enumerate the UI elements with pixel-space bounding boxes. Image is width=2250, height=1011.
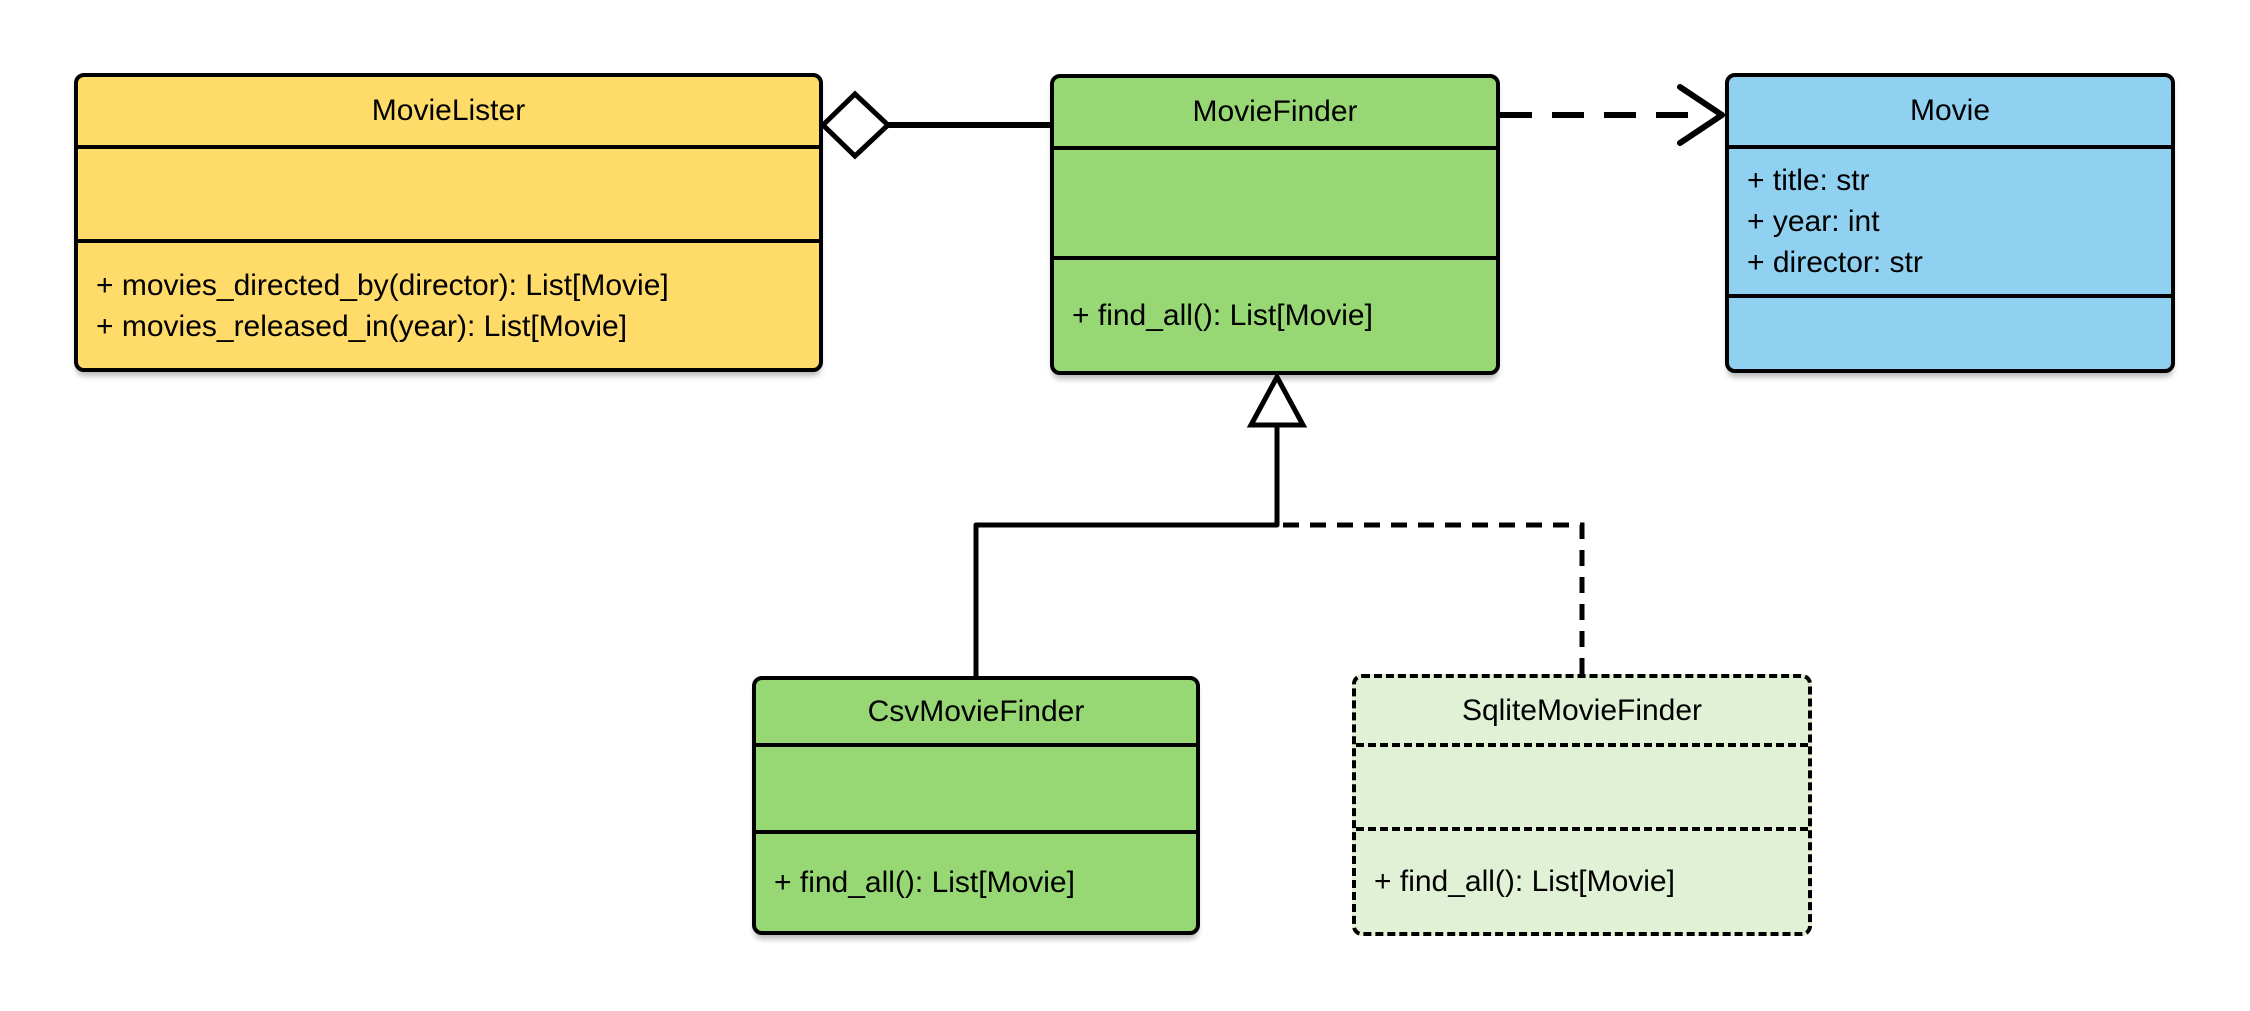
class-box-movielister: MovieLister + movies_directed_by(directo… [74, 73, 823, 372]
class-box-sqlitemoviefinder: SqliteMovieFinder + find_all(): List[Mov… [1352, 674, 1812, 936]
class-title: Movie [1729, 77, 2171, 149]
attribute-row: + title: str [1747, 164, 1870, 197]
class-box-csvmoviefinder: CsvMovieFinder + find_all(): List[Movie] [752, 676, 1200, 935]
attributes-compartment: + title: str + year: int + director: str [1729, 149, 2171, 298]
methods-compartment: + find_all(): List[Movie] [1356, 831, 1808, 932]
class-title: MovieLister [78, 77, 819, 149]
methods-compartment: + movies_directed_by(director): List[Mov… [78, 243, 819, 368]
methods-compartment: + find_all(): List[Movie] [1054, 260, 1496, 371]
method-row: + movies_directed_by(director): List[Mov… [96, 268, 669, 302]
dependency-arrowhead-icon [1677, 84, 1725, 146]
method-row: + find_all(): List[Movie] [774, 866, 1075, 899]
generalization-dashed-line [1283, 522, 1585, 676]
methods-compartment [1729, 298, 2171, 369]
dependency-connector [1500, 84, 1725, 146]
aggregation-connector [819, 90, 1052, 160]
class-box-movie: Movie + title: str + year: int + directo… [1725, 73, 2175, 373]
class-box-moviefinder: MovieFinder + find_all(): List[Movie] [1050, 74, 1500, 375]
attribute-row: + year: int [1747, 205, 1880, 238]
attribute-row: + director: str [1747, 246, 1923, 279]
attributes-compartment [1356, 747, 1808, 831]
aggregation-diamond-icon [819, 90, 892, 160]
generalization-triangle-icon [1246, 371, 1308, 428]
attributes-compartment [1054, 150, 1496, 260]
methods-compartment: + find_all(): List[Movie] [756, 834, 1196, 931]
generalization-dashed-connector [1283, 522, 1585, 676]
method-row: + movies_released_in(year): List[Movie] [96, 309, 628, 343]
attributes-compartment [78, 149, 819, 243]
class-title: MovieFinder [1054, 78, 1496, 150]
method-row: + find_all(): List[Movie] [1072, 299, 1373, 332]
class-title: CsvMovieFinder [756, 680, 1196, 747]
attributes-compartment [756, 747, 1196, 834]
generalization-solid-connector [973, 427, 1280, 678]
class-title: SqliteMovieFinder [1356, 678, 1808, 747]
generalization-solid-line [973, 427, 1280, 678]
method-row: + find_all(): List[Movie] [1374, 865, 1675, 898]
